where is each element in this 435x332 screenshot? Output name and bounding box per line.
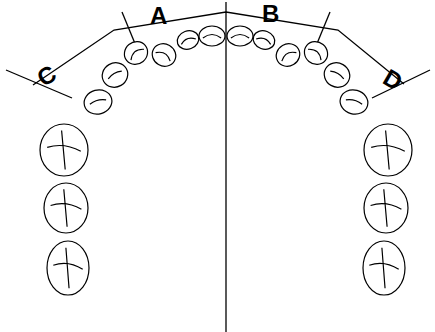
tooth [364, 183, 408, 233]
fissure [107, 70, 121, 79]
incisal-edge [231, 35, 249, 39]
tooth [300, 37, 333, 69]
tooth-crown [40, 124, 88, 176]
tooth-crown [363, 241, 405, 295]
teeth [40, 26, 412, 295]
tooth-crown [120, 37, 153, 69]
tooth-crown [175, 28, 202, 52]
tooth-crown [300, 37, 333, 69]
fissure [51, 189, 82, 227]
sector-lines [6, 2, 430, 332]
tooth [363, 241, 405, 295]
sector-label: C [33, 61, 60, 90]
sector-label: B [262, 2, 279, 26]
tooth [251, 28, 278, 52]
fissure [371, 131, 405, 170]
tooth-crown [251, 28, 278, 52]
tooth-crown [47, 241, 89, 295]
tooth [120, 37, 153, 69]
tooth [364, 124, 412, 176]
tooth-crown [320, 58, 355, 92]
tooth [175, 28, 202, 52]
fissure [369, 248, 398, 289]
tooth-crown [272, 39, 304, 70]
tooth [98, 58, 133, 92]
fissure [53, 248, 82, 289]
tooth [47, 241, 89, 295]
fissure [89, 98, 106, 104]
incisal-edge [156, 49, 172, 61]
tooth [337, 87, 370, 117]
sector-label: A [150, 4, 167, 28]
tooth [44, 183, 88, 233]
tooth-crown [227, 26, 253, 46]
tooth [40, 124, 88, 176]
tooth [199, 26, 225, 46]
incisal-edge [180, 36, 196, 44]
tooth-crown [98, 58, 133, 92]
tooth-crown [337, 87, 370, 117]
tooth [227, 26, 253, 46]
tooth-crown [364, 124, 412, 176]
tooth [81, 87, 114, 117]
fissure [346, 98, 363, 104]
tooth-crown [364, 183, 408, 233]
tooth-crown [199, 26, 225, 46]
incisal-edge [256, 36, 272, 44]
tooth [148, 39, 180, 70]
sector-label: D [379, 65, 406, 94]
fissure [371, 189, 402, 227]
sector-divider [316, 12, 330, 46]
tooth-crown [148, 39, 180, 70]
incisal-edge [129, 46, 144, 60]
fissure [330, 70, 344, 79]
midline [225, 2, 226, 332]
sector-divider [122, 12, 136, 46]
tooth [320, 58, 355, 92]
tooth [272, 39, 304, 70]
incisal-edge [280, 49, 296, 61]
tooth-crown [44, 183, 88, 233]
fissure [47, 131, 81, 170]
incisal-edge [308, 46, 323, 60]
tooth-crown [81, 87, 114, 117]
incisal-edge [203, 35, 221, 39]
